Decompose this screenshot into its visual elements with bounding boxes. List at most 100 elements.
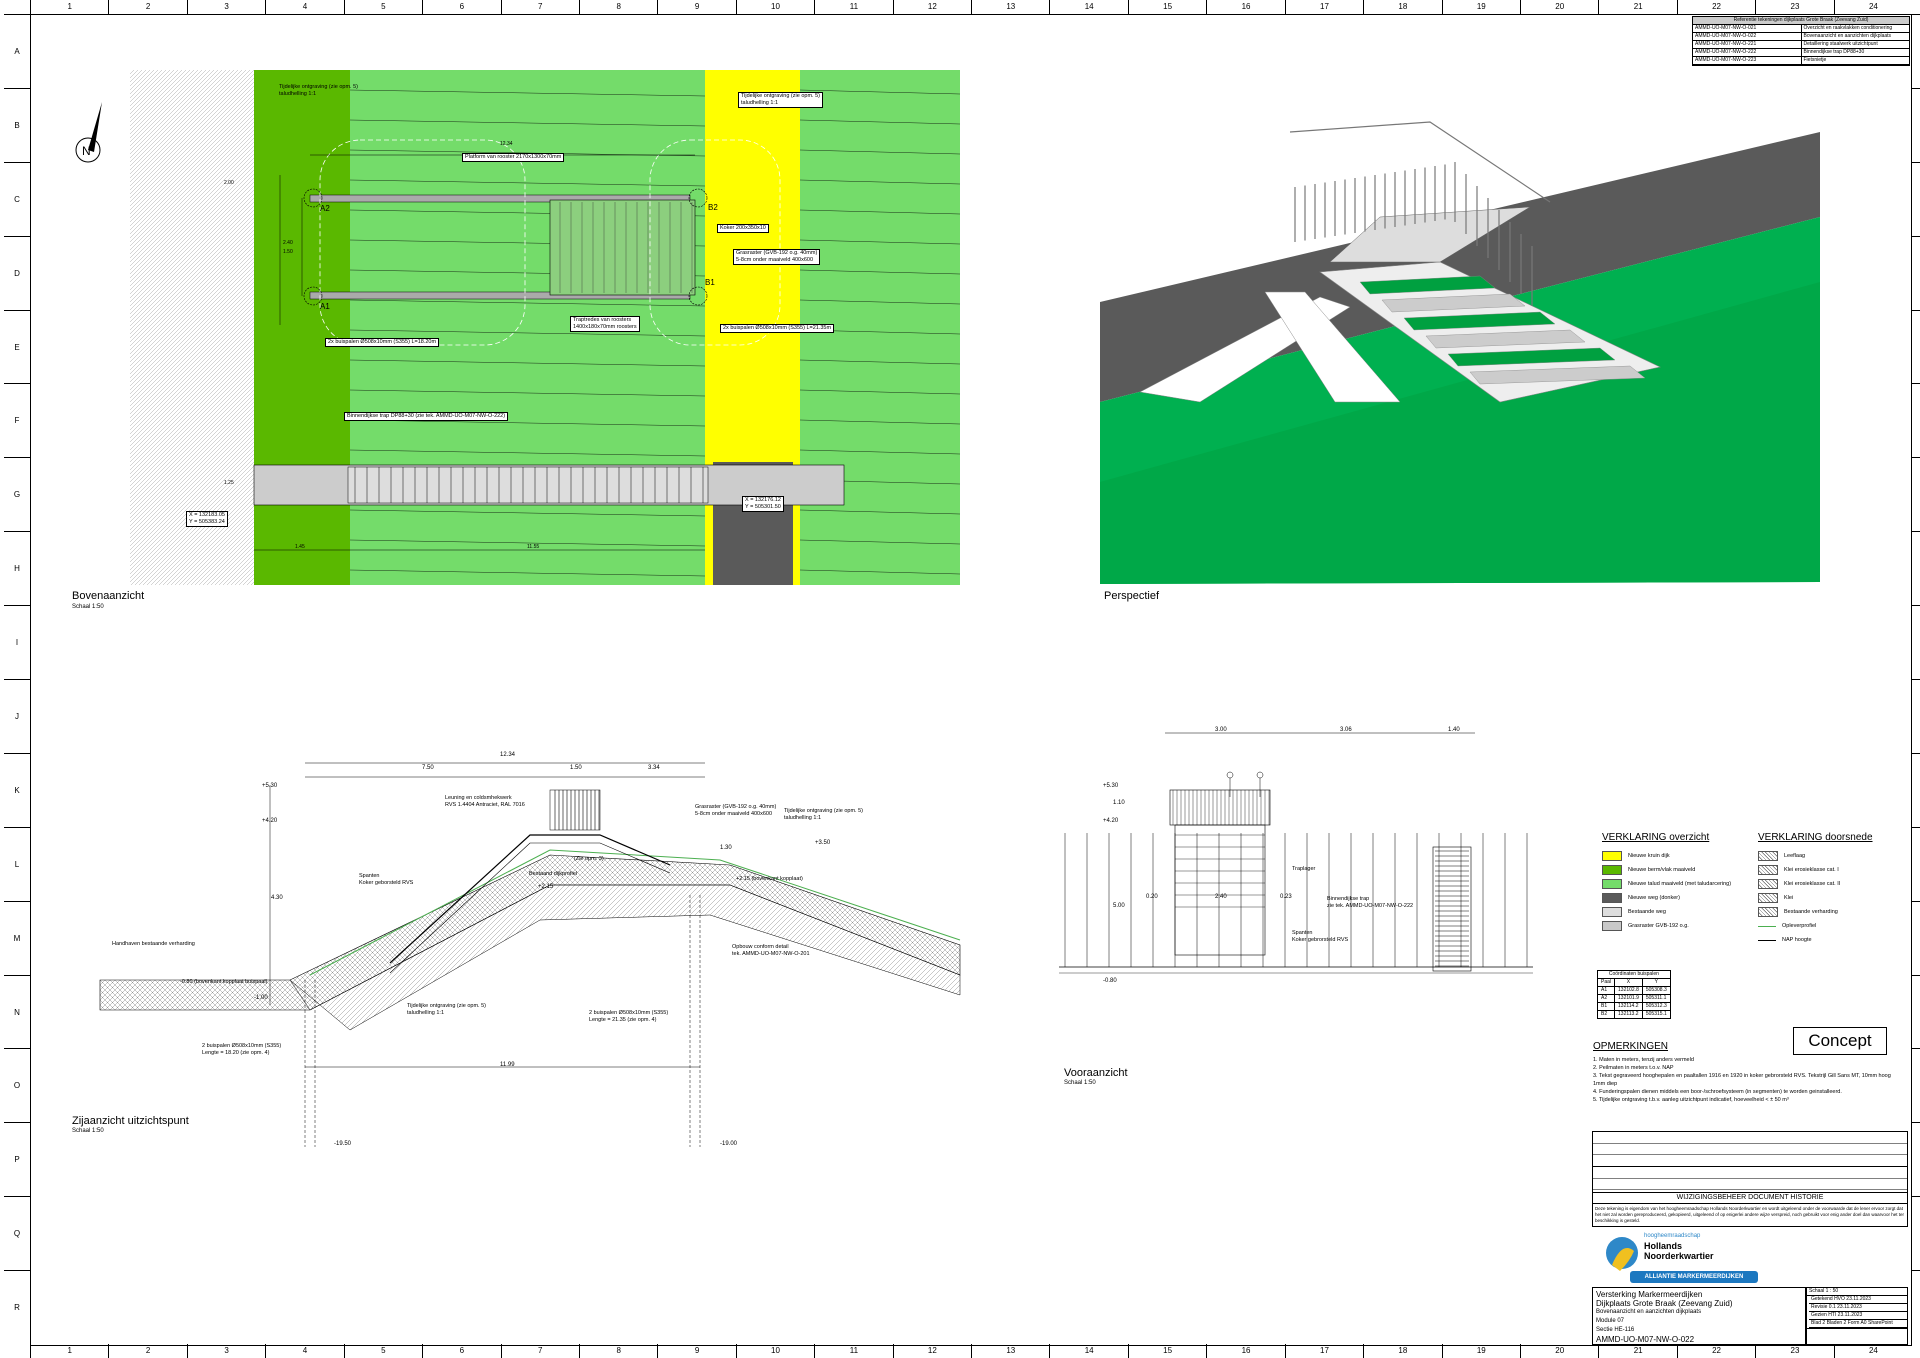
ruler-mark: 23 — [1755, 1344, 1833, 1358]
legend-label: NAP hoogte — [1782, 937, 1812, 943]
legend-label: Klei erosieklasse cat. I — [1784, 867, 1839, 873]
ruler-mark — [1912, 457, 1920, 531]
platform-grating — [549, 199, 696, 296]
legend-label: Nieuwe talud maaiveld (met taludarcering… — [1628, 881, 1732, 887]
existing-road-hatch — [130, 70, 254, 585]
ruler-mark: A — [4, 14, 30, 88]
coord-cell: 505311.1 — [1641, 994, 1671, 1003]
front-dim-140: 1.40 — [1448, 727, 1460, 733]
talud-hatch-line — [349, 329, 706, 337]
legend-label: Nieuwe weg (donker) — [1628, 895, 1680, 901]
notes-title: OPMERKINGEN — [1593, 1041, 1669, 1052]
front-inner-stair — [1432, 846, 1472, 972]
talud-hatch-line — [349, 449, 706, 457]
dim-145: 1.45 — [295, 544, 305, 550]
reference-desc: Overzicht en raakvlakken conditionering — [1803, 25, 1893, 31]
ruler-mark: I — [4, 605, 30, 679]
reference-code: AMMD-UO-M07-NW-O-221 — [1693, 41, 1802, 48]
org-line-3: Noorderkwartier — [1644, 1251, 1714, 1261]
talud-hatch-line — [799, 209, 960, 215]
front-dim-023: 0.23 — [1280, 894, 1292, 900]
ruler-mark: 17 — [1284, 0, 1363, 14]
ruler-mark: 23 — [1755, 0, 1833, 14]
pile-b1 — [688, 286, 708, 306]
ruler-mark — [1912, 679, 1920, 753]
legend-item: Grasraster GVB-192 o.g. — [1602, 919, 1731, 933]
front-h500: 5.00 — [1113, 903, 1125, 909]
ruler-mark: J — [4, 679, 30, 753]
legend-item: NAP hoogte — [1758, 933, 1873, 947]
side-view-drawing — [99, 762, 961, 1147]
project-line-3: Bovenaanzicht en aanzichten dijkplaats — [1596, 1309, 1702, 1315]
persp-step — [1359, 275, 1496, 295]
legend-swatch — [1758, 939, 1776, 941]
side-label-gras: Grasraster (GVB-192 o.g. 40mm)5-8cm onde… — [695, 804, 777, 817]
ruler-mark: 1 — [30, 0, 108, 14]
talud-hatch-line — [349, 299, 706, 307]
persp-stair — [1319, 261, 1661, 403]
reference-desc: Fietsnietje — [1803, 57, 1827, 63]
top-label-bp2: 2x buispalen Ø508x10mm (S355) L=21.35m — [720, 324, 835, 333]
top-view-title: Bovenaanzicht — [72, 590, 145, 602]
persp-step — [1425, 329, 1586, 349]
ruler-mark: 13 — [971, 0, 1049, 14]
ruler-mark: 20 — [1520, 0, 1598, 14]
talud-hatch-line — [799, 239, 960, 245]
ruler-mark: M — [4, 900, 30, 975]
coord-cell: A1 — [1596, 986, 1616, 995]
side-label-tijd3: Tijdelijke ontgraving (zie opm. 5)taludh… — [407, 1003, 486, 1016]
top-label-bt: Binnendijkse trap DP88+30 (zie tek. AMMD… — [344, 412, 509, 421]
ruler-mark: B — [4, 87, 30, 162]
ruler-mark: 10 — [735, 0, 814, 14]
ruler-mark — [1912, 1122, 1920, 1196]
talud-hatch-line — [799, 179, 960, 185]
side-dim-334: 3.34 — [648, 765, 660, 771]
drawing-frame — [30, 14, 1912, 1346]
front-view-drawing — [1059, 732, 1533, 974]
reference-desc: Bovenaanzicht en aanzichten dijkplaats — [1803, 33, 1892, 39]
ruler-mark: 1 — [30, 1344, 108, 1358]
ruler-mark — [1912, 900, 1920, 975]
legend-item: Nieuwe talud maaiveld (met taludarcering… — [1602, 877, 1731, 891]
talud-hatch-line — [799, 89, 960, 95]
title-block: WIJZIGINGSBEHEER DOCUMENT HISTORIE Deze … — [1592, 1131, 1908, 1227]
ruler-mark: 21 — [1598, 1344, 1676, 1358]
note-item: 3. Tekst gegraveerd hooghepalen en paalt… — [1593, 1073, 1891, 1087]
legend-swatch — [1602, 865, 1622, 875]
side-m1900: -19.00 — [720, 1141, 738, 1147]
top-label-platform: Platform van rooster 2170x1300x70mm — [462, 153, 565, 162]
alliance-badge: ALLIANTIE MARKERMEERDIJKEN — [1630, 1271, 1758, 1283]
side-h130: 1.30 — [720, 845, 732, 851]
perspective-title: Perspectief — [1104, 590, 1160, 602]
front-dim-306: 3.06 — [1340, 727, 1352, 733]
ruler-mark: 21 — [1598, 0, 1676, 14]
ruler-mark — [1912, 309, 1920, 384]
ruler-mark: O — [4, 1048, 30, 1122]
ruler-mark — [1912, 531, 1920, 605]
talud-hatch-line — [349, 179, 706, 187]
north-arrow-icon: N — [75, 102, 102, 163]
side-label-zieopm: (Zie opm. 3) — [574, 856, 604, 862]
ruler-mark: 18 — [1363, 1344, 1441, 1358]
ruler-mark: 4 — [265, 0, 343, 14]
ruler-mark: L — [4, 826, 30, 901]
legend-swatch — [1758, 879, 1778, 889]
front-dim-240: 2.40 — [1215, 894, 1227, 900]
coord-cell: B1 — [1596, 1002, 1616, 1011]
ruler-mark — [1912, 1196, 1920, 1270]
legend-label: Klei — [1784, 895, 1794, 901]
talud-hatch-line — [799, 509, 960, 515]
legend-label: Bestaande verharding — [1784, 909, 1838, 915]
ruler-mark: 6 — [422, 0, 500, 14]
note-item: 5. Tijdelijke ontgraving t.b.v. aanleg u… — [1593, 1097, 1789, 1103]
beam-bottom — [309, 291, 691, 300]
